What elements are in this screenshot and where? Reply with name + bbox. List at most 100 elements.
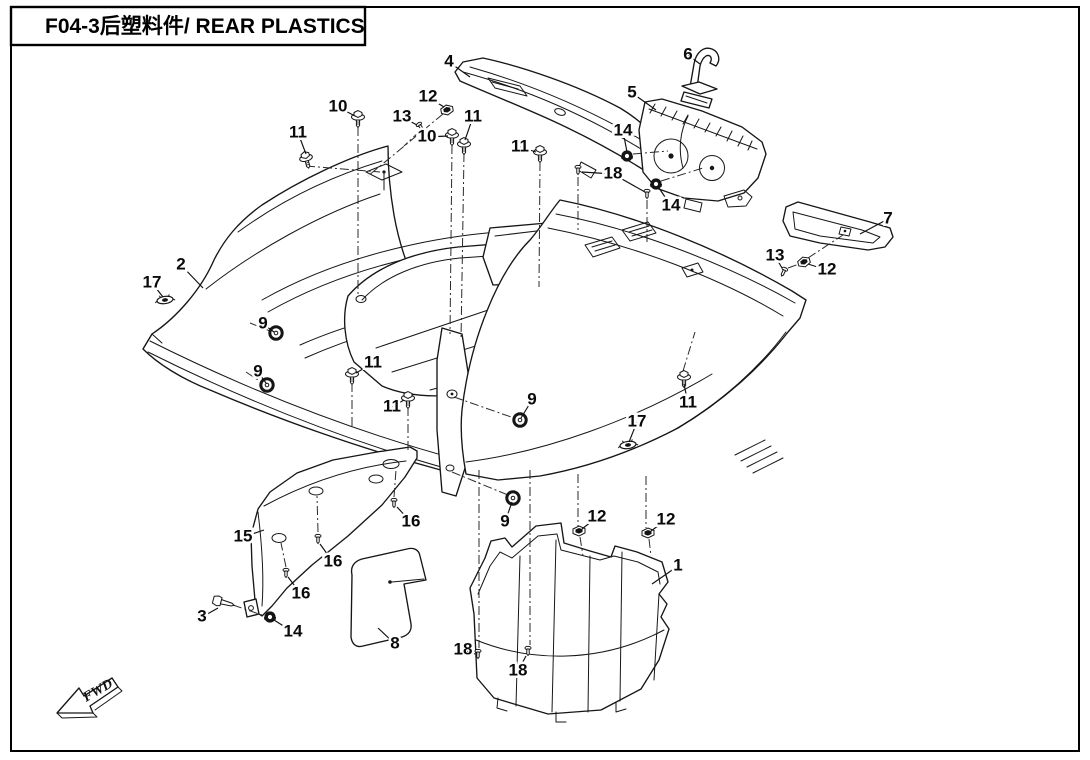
callout-leader (355, 362, 374, 374)
callout-label-11: 11 (289, 122, 307, 141)
callout-leader (520, 399, 533, 419)
callout-leader (396, 506, 412, 523)
callout-leader (401, 116, 418, 126)
callout-leader (807, 263, 828, 271)
callout-label-14: 14 (284, 621, 303, 640)
pillar-bracket (436, 327, 469, 497)
callout-label-16: 16 (292, 583, 311, 602)
grommet-glyph (259, 377, 275, 393)
callout-leader (427, 96, 445, 108)
callout-leader (612, 173, 646, 193)
callout-leader (201, 607, 219, 618)
callout-label-10: 10 (418, 126, 437, 145)
callout-leader (622, 130, 628, 153)
callout-leader (504, 501, 513, 523)
callout-label-2: 2 (176, 254, 185, 273)
callout-label-18: 18 (454, 639, 473, 658)
callout-label-3: 3 (197, 606, 206, 625)
part-2-left-fender-panel (142, 145, 471, 477)
callout-label-13: 13 (766, 245, 785, 264)
callout-leader (651, 565, 679, 585)
callout-leader (519, 146, 537, 153)
callout-leader (448, 61, 471, 78)
part-6-hook-bracket (680, 47, 720, 109)
callout-label-9: 9 (253, 361, 262, 380)
callout-label-4: 4 (444, 51, 454, 70)
callout-leader (337, 106, 356, 117)
callout-label-13: 13 (393, 106, 412, 125)
callout-label-18: 18 (509, 660, 528, 679)
callout-leader (319, 543, 334, 563)
callout-label-11: 11 (364, 352, 382, 371)
callout-leader (257, 371, 267, 384)
callout-leader (464, 116, 474, 141)
nut-glyph (263, 610, 277, 624)
rear-fender-assembly (142, 47, 894, 723)
callout-label-16: 16 (402, 511, 421, 530)
callout-leader (631, 92, 657, 111)
callout-leader-lines (151, 54, 889, 672)
title-box (9, 5, 367, 47)
mount-tab (243, 598, 260, 618)
callout-leader (650, 519, 667, 532)
grommet-glyph (505, 490, 521, 506)
callout-leader (273, 619, 294, 633)
callout-label-8: 8 (390, 633, 399, 652)
callout-leader (426, 135, 449, 138)
callout-leader (462, 649, 476, 655)
callout-label-17: 17 (628, 411, 647, 430)
callout-leader (180, 264, 204, 289)
callout-label-11: 11 (464, 106, 482, 125)
callout-label-11: 11 (383, 396, 401, 415)
callout-leader (581, 171, 614, 175)
callout-label-9: 9 (258, 313, 267, 332)
callout-leader (581, 516, 598, 530)
assembly-centerlines (232, 113, 844, 648)
callout-label-9: 9 (527, 389, 536, 408)
nut-glyph (620, 149, 634, 163)
callout-label-11: 11 (679, 392, 697, 411)
callout-label-10: 10 (329, 96, 348, 115)
fwd-arrow-shape (56, 677, 119, 714)
callout-leader (628, 421, 638, 443)
callout-label-7: 7 (883, 208, 892, 227)
tail-light-lens (699, 155, 725, 181)
callout-leader (297, 132, 307, 155)
callout-label-12: 12 (419, 86, 438, 105)
callout-leader (658, 187, 672, 207)
callout-leader (687, 54, 701, 65)
callout-leader (151, 282, 164, 298)
callout-label-14: 14 (662, 195, 681, 214)
part-8-flap-sheet (350, 547, 427, 648)
callout-label-11: 11 (511, 136, 529, 155)
callout-label-5: 5 (627, 82, 636, 101)
callout-label-12: 12 (588, 506, 607, 525)
callout-leader (774, 255, 783, 269)
callout-leader (859, 218, 889, 235)
callout-leader (377, 627, 396, 645)
callout-label-1: 1 (673, 555, 682, 574)
part-15-lower-panel (243, 446, 418, 618)
nut-glyph (649, 177, 663, 191)
callout-leader (391, 399, 405, 408)
callout-leader (242, 529, 265, 538)
callout-leader (262, 323, 275, 333)
page-title: F04-3后塑料件/ REAR PLASTICS (45, 15, 365, 38)
part-5-tail-light (638, 98, 767, 213)
callout-label-12: 12 (818, 259, 837, 278)
callout-label-15: 15 (234, 526, 253, 545)
part-7-side-trim (782, 201, 894, 251)
callout-leader (683, 383, 689, 404)
callout-leader (517, 655, 527, 672)
callout-label-12: 12 (657, 509, 676, 528)
grommet-glyph (512, 412, 528, 428)
callout-label-9: 9 (500, 511, 509, 530)
grommet-glyph (268, 325, 284, 341)
tail-light-lens (653, 138, 689, 174)
callout-label-16: 16 (324, 551, 343, 570)
callout-label-17: 17 (143, 272, 162, 291)
right-fender-panel (460, 199, 807, 481)
